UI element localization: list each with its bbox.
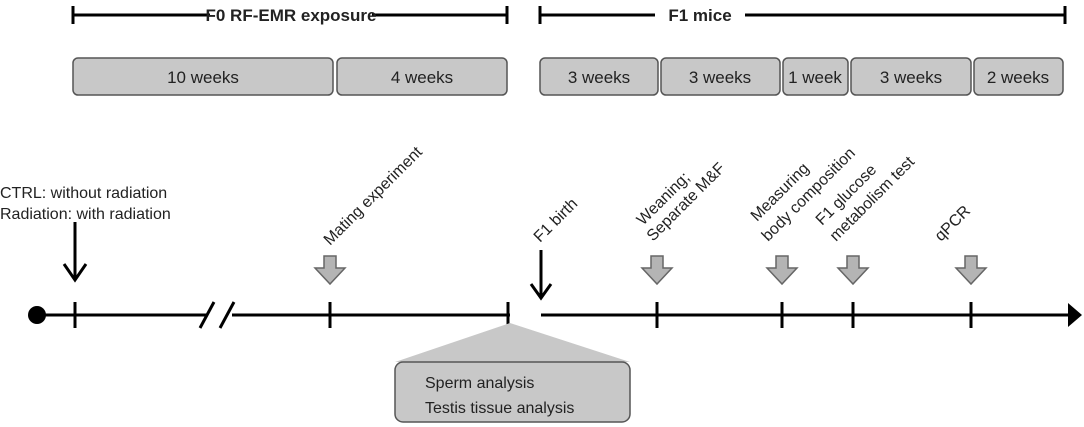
analysis-testis: Testis tissue analysis: [425, 400, 574, 417]
birth-arrow-icon: [529, 250, 553, 301]
f1-header: F1 mice: [668, 6, 731, 25]
analysis-callout: Sperm analysis Testis tissue analysis: [394, 323, 631, 423]
down-arrow-icon: [640, 255, 674, 286]
f0-timeline: [28, 301, 510, 329]
f0-header: F0 RF-EMR exposure: [206, 6, 377, 25]
period-label: 4 weeks: [391, 68, 453, 87]
period-label: 3 weeks: [568, 68, 630, 87]
f0-bracket: F0 RF-EMR exposure: [71, 6, 509, 25]
down-arrow-icon: [765, 255, 799, 286]
down-arrow-icon: [954, 255, 988, 286]
period-label: 3 weeks: [880, 68, 942, 87]
period-boxes: 10 weeks 4 weeks 3 weeks 3 weeks 1 week …: [72, 57, 1064, 96]
down-arrow-icon: [313, 255, 347, 286]
event-arrow-icons: [313, 255, 988, 286]
event-birth: F1 birth: [531, 195, 581, 245]
start-arrow-icon: [62, 222, 88, 283]
arrowhead-icon: [1068, 303, 1082, 327]
analysis-sperm: Sperm analysis: [425, 375, 534, 392]
event-qpcr: qPCR: [932, 203, 974, 245]
down-arrow-icon: [836, 255, 870, 286]
period-label: 2 weeks: [987, 68, 1049, 87]
period-label: 10 weeks: [167, 68, 239, 87]
event-mating: Mating experiment: [321, 143, 426, 248]
f1-bracket: F1 mice: [538, 6, 1067, 25]
break-mark: [198, 301, 216, 329]
group-ctrl: CTRL: without radiation: [0, 185, 167, 202]
f1-timeline: [541, 302, 1082, 328]
group-radiation: Radiation: with radiation: [0, 206, 171, 223]
period-label: 3 weeks: [689, 68, 751, 87]
period-label: 1 week: [788, 68, 842, 87]
